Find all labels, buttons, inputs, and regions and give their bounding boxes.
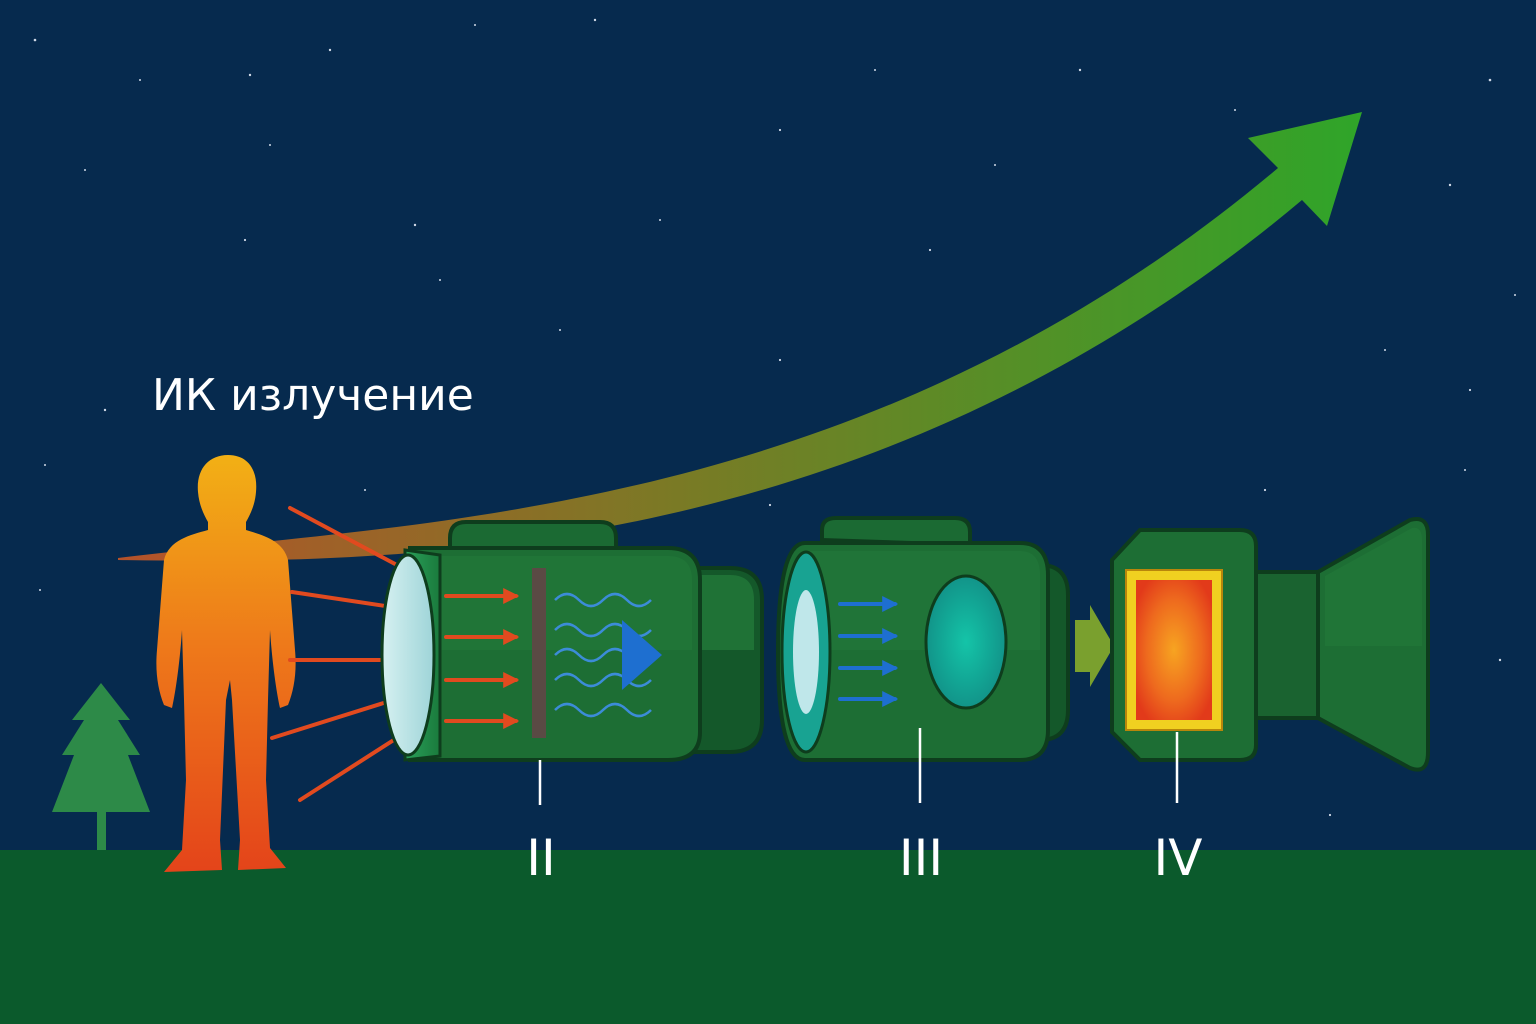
photon-arrows (838, 596, 899, 707)
ir-radiation-title: ИК излучение (152, 370, 474, 421)
signal-curve-arrow (118, 112, 1362, 561)
intensifier-module (775, 516, 1070, 762)
ground (0, 850, 1536, 1024)
stage-label-iii: III (899, 829, 943, 887)
tree-icon (52, 683, 150, 850)
callout-lines (538, 728, 1179, 805)
stage-label-ii: II (526, 829, 556, 887)
phosphor-lens (924, 574, 1008, 710)
connector-arrow (1075, 605, 1114, 687)
output-arrowhead (622, 620, 662, 690)
stage-label-iv: IV (1154, 829, 1203, 887)
ir-inner-arrows (444, 588, 520, 729)
person-silhouette (156, 455, 296, 872)
stars (33, 18, 1516, 817)
objective-module (380, 520, 764, 762)
sensor-plate (532, 568, 546, 738)
eyepiece-module (1110, 517, 1430, 772)
display-screen (1136, 580, 1212, 720)
